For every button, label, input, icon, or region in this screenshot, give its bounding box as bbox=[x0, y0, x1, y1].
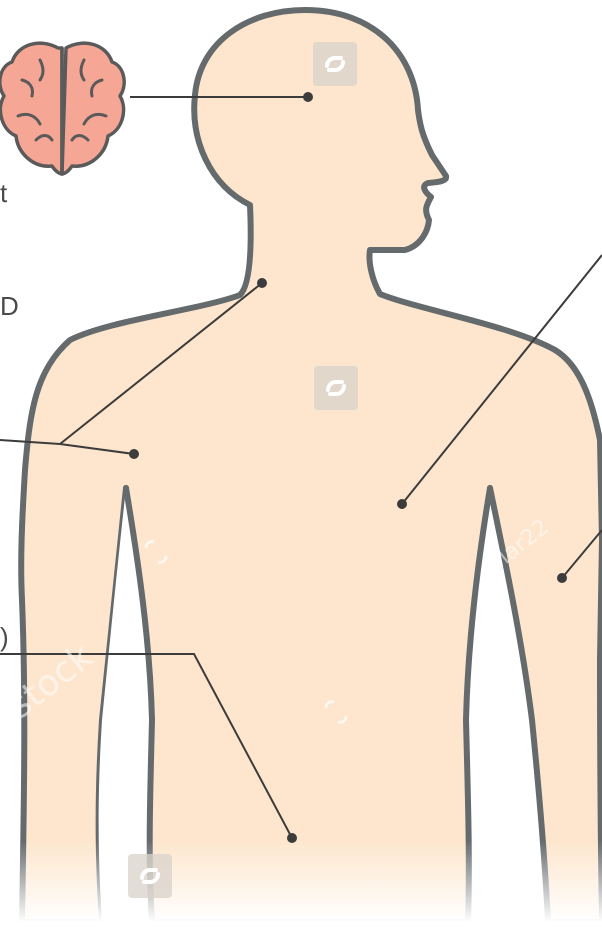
lower-label-fragment: ) bbox=[0, 624, 9, 650]
dot-head bbox=[303, 92, 313, 102]
brain-icon bbox=[0, 43, 124, 174]
dot-abdomen bbox=[287, 833, 297, 843]
dot-chest bbox=[397, 499, 407, 509]
brain-label-fragment: t bbox=[0, 180, 7, 206]
watermark-badge-icon bbox=[128, 854, 172, 898]
watermark-badge-icon bbox=[314, 366, 358, 410]
left-label-fragment: D bbox=[0, 293, 19, 319]
dot-shoulder bbox=[129, 449, 139, 459]
bottom-fade bbox=[0, 840, 602, 922]
watermark-badge-icon bbox=[313, 42, 357, 86]
dot-arm bbox=[557, 573, 567, 583]
dot-neck bbox=[257, 278, 267, 288]
